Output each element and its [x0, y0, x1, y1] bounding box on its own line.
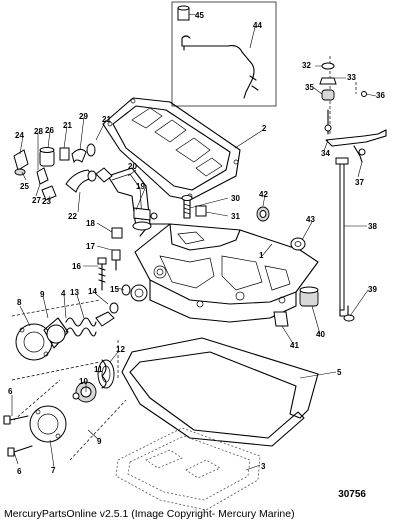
- part-20-elbow: [107, 167, 152, 231]
- pump-assembly-left: [11, 299, 119, 381]
- callout-labels: 1 2 3 4 5 6 6 7 8 9 9 10 11 12 13 14 15 …: [8, 11, 385, 476]
- leader-lines: [11, 13, 377, 471]
- callout-label: 20: [128, 162, 137, 171]
- callout-label: 16: [72, 262, 81, 271]
- callout-label: 32: [302, 61, 311, 70]
- part-45-cap: [177, 5, 190, 21]
- callout-label: 3: [261, 462, 266, 471]
- callout-label: 23: [42, 197, 51, 206]
- part-3-gasket: [115, 427, 261, 511]
- callout-label: 44: [253, 21, 262, 30]
- hose-fittings-group: [13, 143, 113, 201]
- callout-label: 34: [321, 149, 330, 158]
- callout-label: 29: [79, 112, 88, 121]
- part-44-rod: [181, 35, 255, 93]
- callout-label: 8: [17, 298, 22, 307]
- callout-label: 9: [40, 290, 45, 299]
- inset-box: [171, 1, 277, 107]
- callout-label: 22: [68, 212, 77, 221]
- parts-42-43: [256, 206, 306, 251]
- callout-label: 13: [70, 288, 79, 297]
- callout-label: 6: [8, 387, 13, 396]
- callout-label: 9: [97, 437, 102, 446]
- callout-label: 24: [15, 131, 24, 140]
- callout-label: 35: [305, 83, 314, 92]
- callout-label: 2: [262, 124, 267, 133]
- callout-label: 5: [337, 368, 342, 377]
- callout-label: 6: [17, 467, 22, 476]
- callout-label: 38: [368, 222, 377, 231]
- callout-label: 27: [32, 196, 41, 205]
- figure-number: 30756: [338, 489, 366, 500]
- callout-label: 18: [86, 219, 95, 228]
- bolts-fittings-group: [97, 207, 158, 291]
- callout-label: 17: [86, 242, 95, 251]
- part-15-seal: [130, 284, 148, 302]
- callout-label: 19: [136, 182, 145, 191]
- callout-label: 1: [259, 251, 264, 260]
- callout-label: 40: [316, 330, 325, 339]
- part-1-housing: [134, 223, 319, 323]
- callout-label: 14: [88, 287, 97, 296]
- callout-label: 30: [231, 194, 240, 203]
- callout-label: 12: [116, 345, 125, 354]
- copyright-footer: MercuryPartsOnline v2.5.1 (Image Copyrig…: [4, 508, 295, 520]
- callout-label: 10: [79, 377, 88, 386]
- part-38-shaft: [339, 159, 345, 311]
- callout-label: 4: [61, 289, 66, 298]
- callout-label: 42: [259, 190, 268, 199]
- rod-assembly-right: [319, 56, 387, 322]
- callout-label: 45: [195, 11, 204, 20]
- bolts-30-31: [181, 195, 207, 219]
- callout-label: 21: [63, 121, 72, 130]
- callout-label: 7: [51, 466, 56, 475]
- callout-label: 31: [231, 212, 240, 221]
- callout-label: 11: [94, 365, 103, 374]
- callout-label: 37: [355, 178, 364, 187]
- callout-label: 26: [45, 126, 54, 135]
- part-2-gasket: [102, 97, 241, 201]
- callout-label: 15: [110, 285, 119, 294]
- callout-label: 33: [347, 73, 356, 82]
- callout-label: 43: [306, 215, 315, 224]
- callout-label: 36: [376, 91, 385, 100]
- callout-label: 39: [368, 285, 377, 294]
- callout-label: 28: [34, 127, 43, 136]
- part-5-gasket: [121, 337, 319, 447]
- callout-label: 21: [102, 115, 111, 124]
- pump-assembly-lower: [3, 340, 127, 461]
- parts-40-41: [273, 286, 319, 327]
- callout-label: 25: [20, 182, 29, 191]
- callout-label: 41: [290, 341, 299, 350]
